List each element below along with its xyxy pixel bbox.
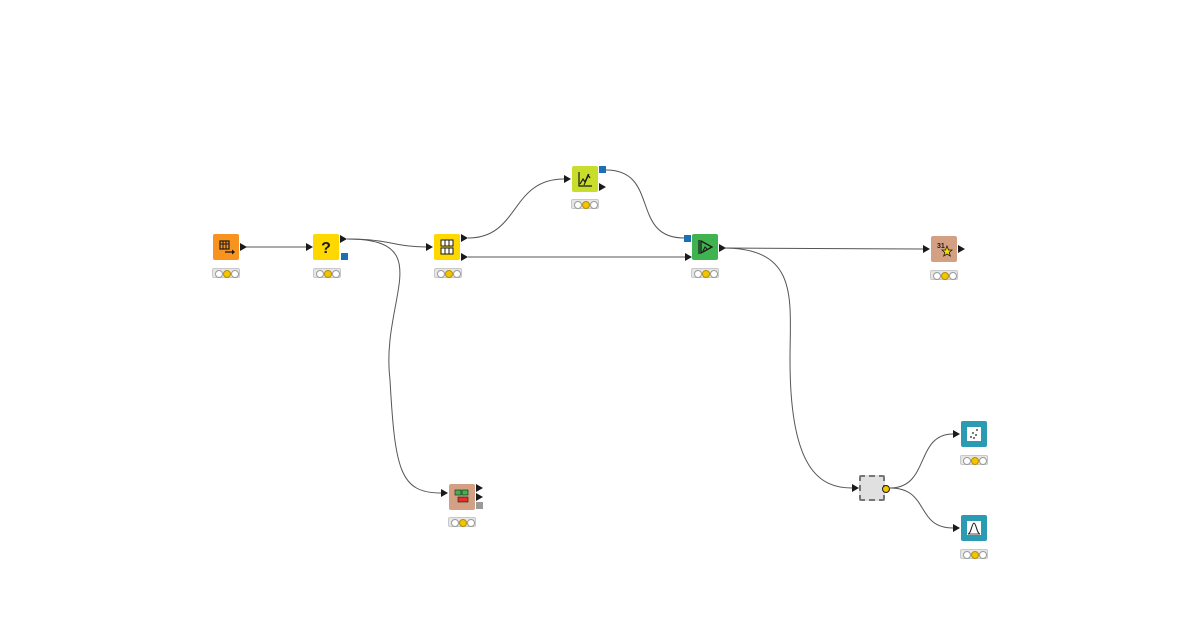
output-port[interactable] <box>599 183 606 191</box>
node-scorer[interactable]: 31 <box>931 236 957 262</box>
score-star-icon: 31 <box>937 243 954 257</box>
connection-arrowhead <box>953 524 960 532</box>
output-port[interactable] <box>461 253 468 261</box>
connection-arrowhead <box>426 243 433 251</box>
connection-arrowhead <box>953 430 960 438</box>
node-table-manipulator[interactable] <box>449 484 475 510</box>
node-distribution-view[interactable] <box>961 515 987 541</box>
node-partitioning[interactable] <box>434 234 460 260</box>
output-port[interactable] <box>476 493 483 501</box>
node-learner[interactable] <box>572 166 598 192</box>
output-port[interactable] <box>476 484 483 492</box>
connection-predictor-to-component[interactable] <box>722 247 853 489</box>
model-output-port[interactable] <box>599 166 606 173</box>
node-status-lights <box>212 268 240 278</box>
node-status-lights <box>448 517 476 527</box>
svg-text:31: 31 <box>937 243 945 250</box>
model-output-port[interactable] <box>341 253 348 260</box>
model-input-port[interactable] <box>684 235 691 242</box>
node-missing-value[interactable]: ? <box>313 234 339 260</box>
node-scatter-view[interactable] <box>961 421 987 447</box>
node-status-lights <box>930 270 958 280</box>
connection-partition-to-learner[interactable] <box>467 178 565 239</box>
chart-learn-icon <box>578 172 592 187</box>
connection-arrowhead <box>685 253 692 261</box>
output-port[interactable] <box>461 234 468 242</box>
scatter-plot-icon <box>967 427 981 441</box>
question-mark-icon: ? <box>321 240 331 257</box>
node-status-lights <box>571 199 599 209</box>
bell-curve-icon <box>967 521 981 535</box>
node-status-lights <box>434 268 462 278</box>
connection-arrowhead <box>923 245 930 253</box>
node-status-lights <box>960 455 988 465</box>
partition-grid-icon <box>440 239 454 255</box>
connection-arrowhead <box>852 484 859 492</box>
output-port[interactable] <box>340 235 347 243</box>
output-port[interactable] <box>240 243 247 251</box>
node-status-lights <box>313 268 341 278</box>
connection-component-to-scatter[interactable] <box>889 433 954 489</box>
connection-missing-to-manipulator[interactable] <box>346 238 442 494</box>
node-predictor[interactable] <box>692 234 718 260</box>
connection-predictor-to-scorer[interactable] <box>722 247 924 250</box>
component-output-port[interactable] <box>882 485 890 493</box>
connection-arrowhead <box>441 489 448 497</box>
node-status-lights <box>691 268 719 278</box>
node-status-lights <box>960 549 988 559</box>
connection-arrowhead <box>306 243 313 251</box>
output-port[interactable] <box>719 244 726 252</box>
table-split-icon <box>454 489 469 503</box>
play-predict-icon <box>698 239 714 255</box>
connection-component-to-distribution[interactable] <box>889 487 954 529</box>
output-port[interactable] <box>958 245 965 253</box>
svg-text:?: ? <box>321 240 331 257</box>
connection-learner-to-predictor[interactable] <box>605 169 685 239</box>
table-arrow-icon <box>219 240 235 255</box>
connection-arrowhead <box>564 175 571 183</box>
node-csv-reader[interactable] <box>213 234 239 260</box>
flow-variable-port[interactable] <box>476 502 483 509</box>
